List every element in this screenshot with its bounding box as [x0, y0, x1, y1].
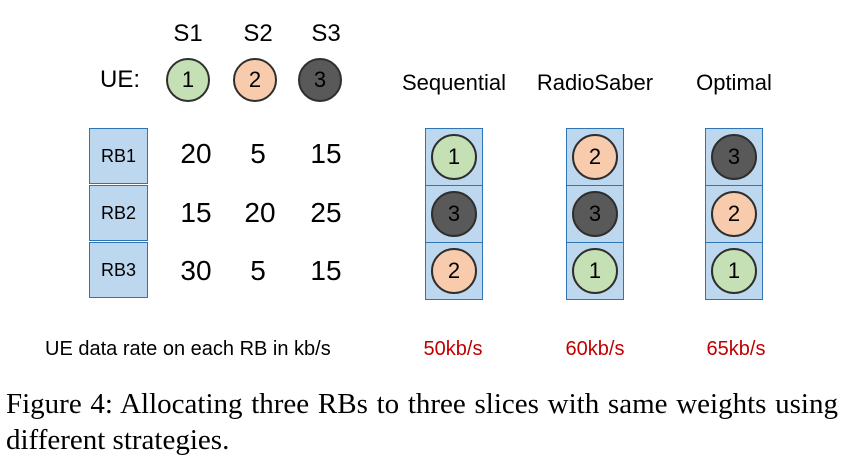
- slice-label-s3: S3: [311, 20, 341, 47]
- radiosaber-rb1-cell: 2: [566, 128, 624, 186]
- strategy-label-radiosaber: RadioSaber: [536, 70, 654, 95]
- optimal-rb1-cell: 3: [705, 128, 763, 186]
- optimal-rb3-cell: 1: [705, 242, 763, 300]
- rate-rb3-s1: 30: [180, 255, 212, 286]
- sequential-rb3-cell: 2: [425, 242, 483, 300]
- radiosaber-rb3-ue: 1: [572, 248, 618, 294]
- sequential-rb1-cell: 1: [425, 128, 483, 186]
- total-optimal: 65kb/s: [706, 338, 766, 360]
- radiosaber-rb2-cell: 3: [566, 185, 624, 243]
- rate-rb3-s3: 15: [310, 255, 342, 286]
- radiosaber-rb1-ue: 2: [572, 134, 618, 180]
- slice-label-s2: S2: [243, 20, 273, 47]
- rate-rb2-s2: 20: [244, 197, 276, 228]
- ue-circle-1: 1: [166, 58, 210, 102]
- radiosaber-rb2-ue: 3: [572, 191, 618, 237]
- rate-rb2-s1: 15: [180, 197, 212, 228]
- rate-rb3-s2: 5: [250, 255, 266, 286]
- radiosaber-rb3-cell: 1: [566, 242, 624, 300]
- rb-box-2: RB2: [89, 185, 148, 241]
- sequential-rb2-cell: 3: [425, 185, 483, 243]
- sequential-rb1-ue: 1: [431, 134, 477, 180]
- ue-circle-3: 3: [298, 58, 342, 102]
- optimal-rb1-ue: 3: [711, 134, 757, 180]
- strategy-label-optimal: Optimal: [696, 70, 772, 95]
- total-radiosaber: 60kb/s: [565, 338, 625, 360]
- rate-rb1-s2: 5: [250, 138, 266, 169]
- optimal-rb2-ue: 2: [711, 191, 757, 237]
- rate-rb2-s3: 25: [310, 197, 342, 228]
- rate-rb1-s3: 15: [310, 138, 342, 169]
- total-sequential: 50kb/s: [423, 338, 483, 360]
- figure-caption: Figure 4: Allocating three RBs to three …: [6, 388, 838, 456]
- slice-label-s1: S1: [173, 20, 203, 47]
- ue-circle-2: 2: [233, 58, 277, 102]
- sequential-rb3-ue: 2: [431, 248, 477, 294]
- optimal-rb2-cell: 2: [705, 185, 763, 243]
- ue-label: UE:: [100, 66, 141, 93]
- rb-box-3: RB3: [89, 242, 148, 298]
- rb-box-1: RB1: [89, 128, 148, 184]
- optimal-rb3-ue: 1: [711, 248, 757, 294]
- sequential-rb2-ue: 3: [431, 191, 477, 237]
- strategy-label-sequential: Sequential: [402, 70, 506, 95]
- rate-rb1-s1: 20: [180, 138, 212, 169]
- footnote-data-rate: UE data rate on each RB in kb/s: [45, 338, 331, 360]
